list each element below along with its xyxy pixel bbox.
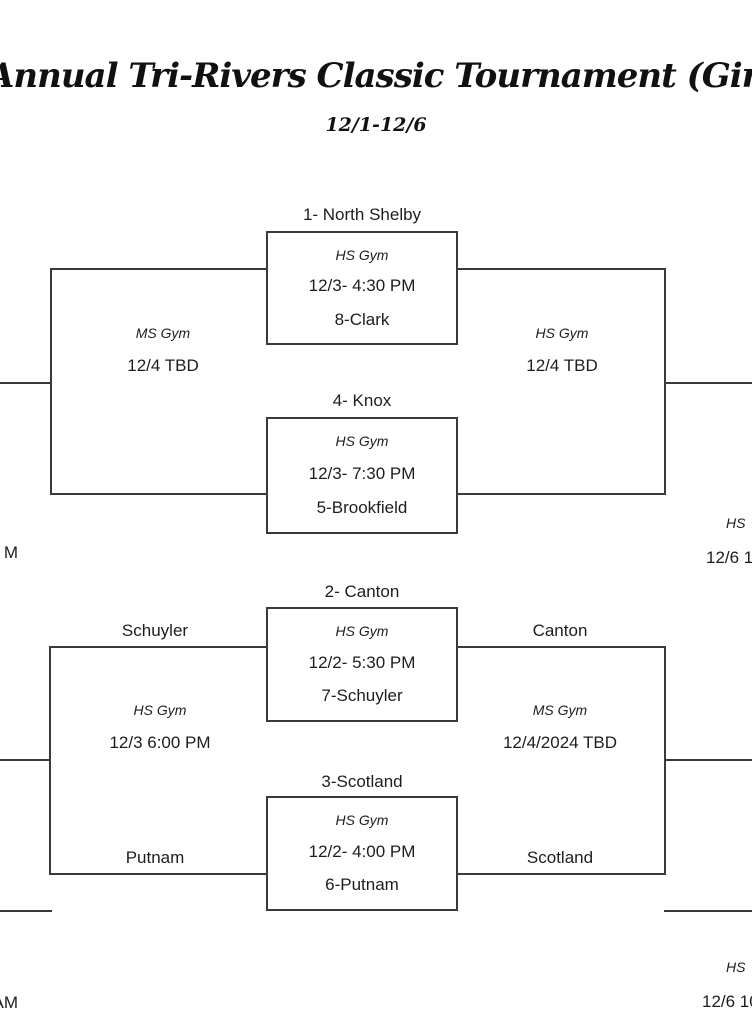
- bracket-line: [0, 759, 51, 761]
- bottom-left-edge-time-fragment: AM: [0, 993, 18, 1012]
- bracket-line: [664, 759, 752, 761]
- upper-right-game-time: 12/4 TBD: [526, 356, 598, 375]
- game1-gym: HS Gym: [335, 246, 389, 263]
- team-label-canton: Canton: [532, 621, 588, 640]
- bracket-line: [0, 910, 52, 912]
- bracket-line: [50, 268, 52, 495]
- game-box-4: HS Gym 12/2- 4:00 PM 6-Putnam: [266, 796, 458, 911]
- game2-gym: HS Gym: [335, 433, 389, 450]
- team-label-schuyler: Schuyler: [121, 621, 189, 640]
- bracket-line: [0, 382, 52, 384]
- bracket-line: [49, 646, 267, 648]
- game1-time: 12/3- 4:30 PM: [308, 276, 416, 295]
- team-label-scotland: Scotland: [526, 848, 594, 867]
- game2-time: 12/3- 7:30 PM: [308, 463, 416, 483]
- lower-right-game-time: 12/4/2024 TBD: [502, 733, 618, 752]
- game4-gym: HS Gym: [335, 811, 389, 828]
- left-edge-time-fragment: M: [3, 543, 18, 562]
- bracket-line: [664, 268, 666, 495]
- tournament-dates: 12/1-12/6: [325, 114, 427, 136]
- seed-label-scotland: 3-Scotland: [321, 772, 403, 791]
- bracket-line: [664, 910, 752, 912]
- seed-label-north-shelby: 1- North Shelby: [302, 205, 422, 224]
- game-box-2: HS Gym 12/3- 7:30 PM 5-Brookfield: [266, 417, 458, 534]
- seed-label-knox: 4- Knox: [332, 391, 392, 410]
- bracket-line: [664, 382, 752, 384]
- game-box-1: HS Gym 12/3- 4:30 PM 8-Clark: [266, 231, 458, 345]
- seed-label-canton: 2- Canton: [324, 582, 400, 601]
- game2-opponent: 5-Brookfield: [316, 497, 408, 517]
- game3-opponent: 7-Schuyler: [321, 686, 403, 706]
- right-edge-time-fragment: 12/6 1: [706, 548, 752, 567]
- team-label-putnam: Putnam: [125, 848, 185, 867]
- game4-time: 12/2- 4:00 PM: [308, 841, 416, 861]
- right-edge-gym-fragment: HS: [726, 515, 746, 531]
- bottom-right-edge-time-fragment: 12/6 10: [702, 992, 752, 1011]
- bracket-line: [49, 873, 267, 875]
- bracket-line: [458, 268, 666, 270]
- bottom-right-edge-gym-fragment: HS: [726, 959, 746, 975]
- game-box-3: HS Gym 12/2- 5:30 PM 7-Schuyler: [266, 607, 458, 722]
- bracket-line: [458, 873, 666, 875]
- bracket-line: [458, 493, 666, 495]
- lower-left-game-gym: HS Gym: [133, 702, 187, 718]
- game3-time: 12/2- 5:30 PM: [308, 652, 416, 672]
- page-title: Annual Tri-Rivers Classic Tournament (Gi…: [0, 56, 752, 96]
- upper-right-game-gym: HS Gym: [535, 325, 589, 341]
- lower-right-game-gym: MS Gym: [532, 702, 588, 718]
- upper-left-game-time: 12/4 TBD: [127, 356, 199, 375]
- bracket-line: [458, 646, 666, 648]
- bracket-line: [50, 493, 267, 495]
- game4-opponent: 6-Putnam: [325, 875, 399, 895]
- lower-left-game-time: 12/3 6:00 PM: [109, 733, 211, 752]
- game1-opponent: 8-Clark: [334, 309, 390, 329]
- game3-gym: HS Gym: [335, 622, 389, 639]
- bracket-line: [50, 268, 267, 270]
- upper-left-game-gym: MS Gym: [135, 325, 191, 341]
